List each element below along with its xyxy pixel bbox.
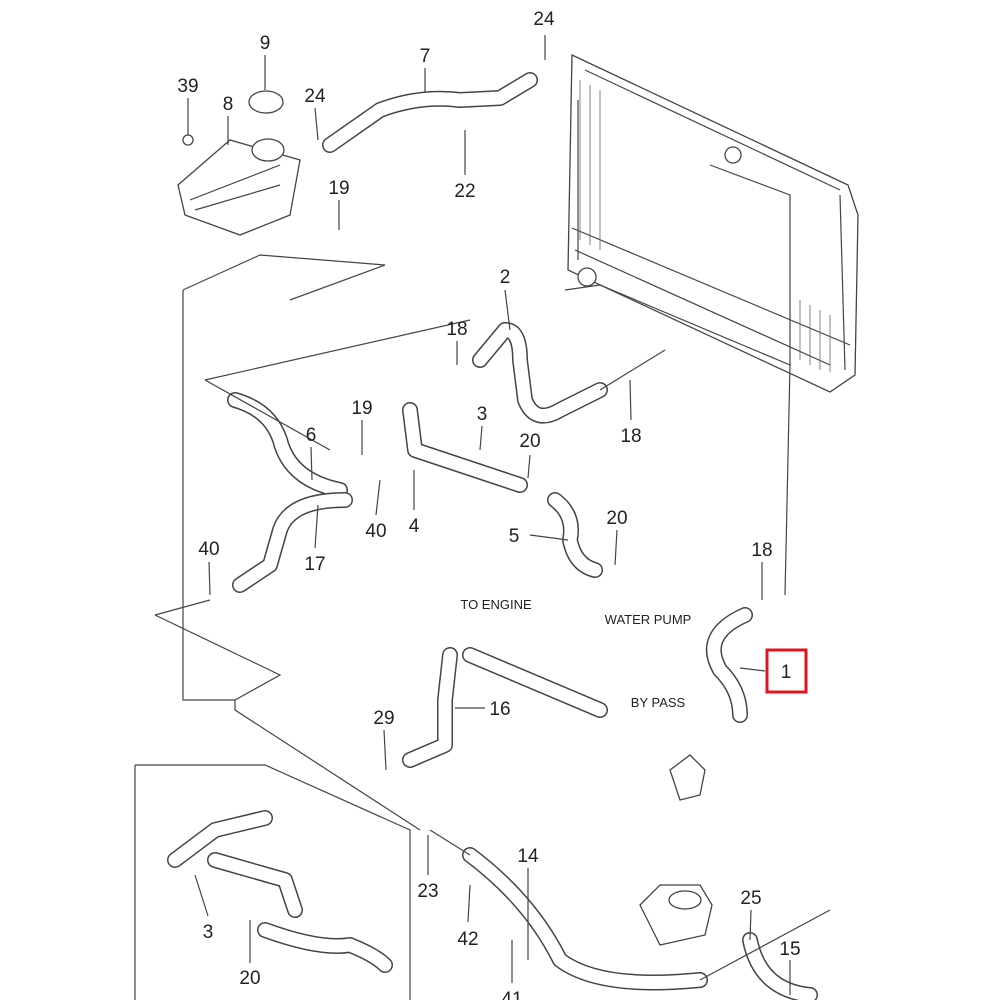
callout-8: 8 — [223, 94, 234, 115]
callout-22: 22 — [454, 181, 475, 202]
callout-16: 16 — [489, 699, 510, 720]
callout-24: 24 — [533, 9, 555, 30]
callout-25: 25 — [740, 888, 761, 909]
callout-6: 6 — [306, 425, 317, 446]
callout-39: 39 — [177, 76, 198, 97]
callout-18: 18 — [620, 426, 641, 447]
callout-3: 3 — [477, 404, 488, 425]
coolant-reservoir — [177, 90, 301, 236]
callout-23: 23 — [417, 881, 438, 902]
callout-19: 19 — [328, 178, 349, 199]
callout-17: 17 — [304, 554, 325, 575]
callout-18: 18 — [751, 540, 772, 561]
callout-20: 20 — [239, 968, 260, 989]
leader-lines — [134, 35, 831, 1000]
radiator — [567, 53, 859, 393]
callout-7: 7 — [420, 46, 431, 67]
note-to-engine: TO ENGINE — [460, 597, 532, 612]
callout-20: 20 — [606, 508, 627, 529]
callout-42: 42 — [457, 929, 478, 950]
callout-41: 41 — [501, 989, 522, 1000]
callout-labels: 24 9 7 39 8 24 22 19 2 18 19 3 6 20 18 4… — [177, 9, 800, 1000]
callout-15: 15 — [779, 939, 800, 960]
callout-24: 24 — [304, 86, 326, 107]
callout-4: 4 — [409, 516, 420, 537]
highlight-box — [765, 648, 808, 694]
callout-29: 29 — [373, 708, 394, 729]
callout-20: 20 — [519, 431, 540, 452]
callout-40: 40 — [365, 521, 386, 542]
callout-1: 1 — [781, 662, 792, 683]
callout-18: 18 — [446, 319, 467, 340]
hoses — [167, 72, 818, 1000]
callout-2: 2 — [500, 267, 511, 288]
note-water-pump: WATER PUMP — [605, 612, 692, 627]
callout-3: 3 — [203, 922, 214, 943]
callout-5: 5 — [509, 526, 520, 547]
callout-9: 9 — [260, 33, 271, 54]
note-by-pass: BY PASS — [631, 695, 686, 710]
callout-19: 19 — [351, 398, 372, 419]
callout-40: 40 — [198, 539, 219, 560]
callout-14: 14 — [517, 846, 539, 867]
throttle-body — [639, 754, 713, 946]
